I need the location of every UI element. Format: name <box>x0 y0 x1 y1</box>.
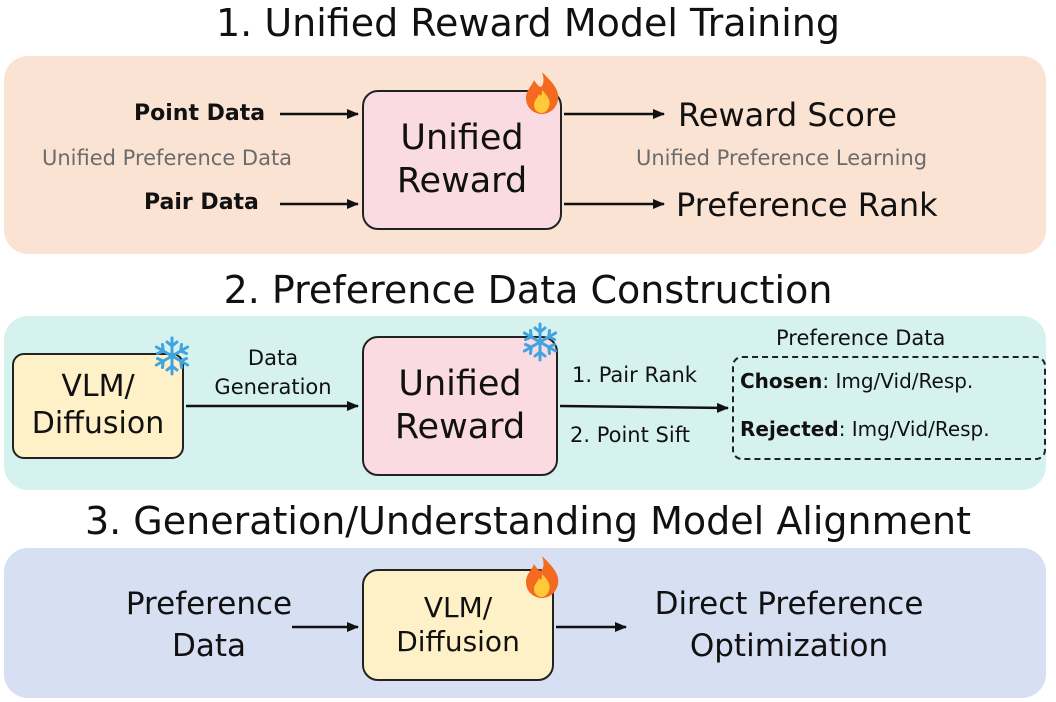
unified-reward-box-2: Unified Reward <box>362 336 558 476</box>
unified-reward-line2: Reward <box>396 161 528 201</box>
reward-score-label: Reward Score <box>678 96 897 134</box>
unified-reward-2-line2: Reward <box>394 407 526 447</box>
unified-reward-2-line1: Unified <box>398 364 522 405</box>
rejected-label: Rejected <box>740 417 839 441</box>
output-line1: Direct Preference <box>654 586 924 622</box>
preference-data-title: Preference Data <box>776 326 946 350</box>
pair-data-label: Pair Data <box>144 190 259 215</box>
unified-reward-line1: Unified <box>400 118 524 159</box>
aligned-line1: VLM/ <box>423 590 493 624</box>
chosen-value: : Img/Vid/Resp. <box>822 369 974 393</box>
point-sift-label: 2. Point Sift <box>570 423 690 447</box>
rejected-row: Rejected: Img/Vid/Resp. <box>740 418 990 441</box>
section3-title: 3. Generation/Understanding Model Alignm… <box>84 499 972 543</box>
rejected-value: : Img/Vid/Resp. <box>838 417 990 441</box>
output-line2: Optimization <box>689 627 889 664</box>
data-generation-label: Data Generation <box>200 344 346 403</box>
unified-preference-learning-caption: Unified Preference Learning <box>636 146 928 170</box>
input-line2: Data <box>171 627 247 664</box>
unified-reward-box-1: Unified Reward <box>362 90 562 230</box>
preference-data-box <box>732 356 1046 460</box>
aligned-line2: Diffusion <box>396 625 520 658</box>
source-line2: Diffusion <box>31 406 165 441</box>
point-data-label: Point Data <box>134 101 266 126</box>
chosen-row: Chosen: Img/Vid/Resp. <box>740 370 973 393</box>
preference-rank-label: Preference Rank <box>676 186 938 224</box>
dpo-output: Direct Preference Optimization <box>628 584 950 668</box>
input-line1: Preference <box>125 586 293 622</box>
section1-title: 1. Unified Reward Model Training <box>215 1 840 45</box>
preference-data-input: Preference Data <box>104 584 314 668</box>
data-generation-line2: Generation <box>214 375 332 400</box>
chosen-label: Chosen <box>740 369 823 393</box>
data-generation-line1: Data <box>247 346 299 370</box>
vlm-diffusion-box-aligned: VLM/ Diffusion <box>362 569 554 681</box>
source-line1: VLM/ <box>61 369 135 405</box>
vlm-diffusion-box-source: VLM/ Diffusion <box>12 353 184 459</box>
unified-preference-data-caption: Unified Preference Data <box>42 146 293 170</box>
pair-rank-label: 1. Pair Rank <box>572 363 697 387</box>
section2-title: 2. Preference Data Construction <box>223 268 833 312</box>
